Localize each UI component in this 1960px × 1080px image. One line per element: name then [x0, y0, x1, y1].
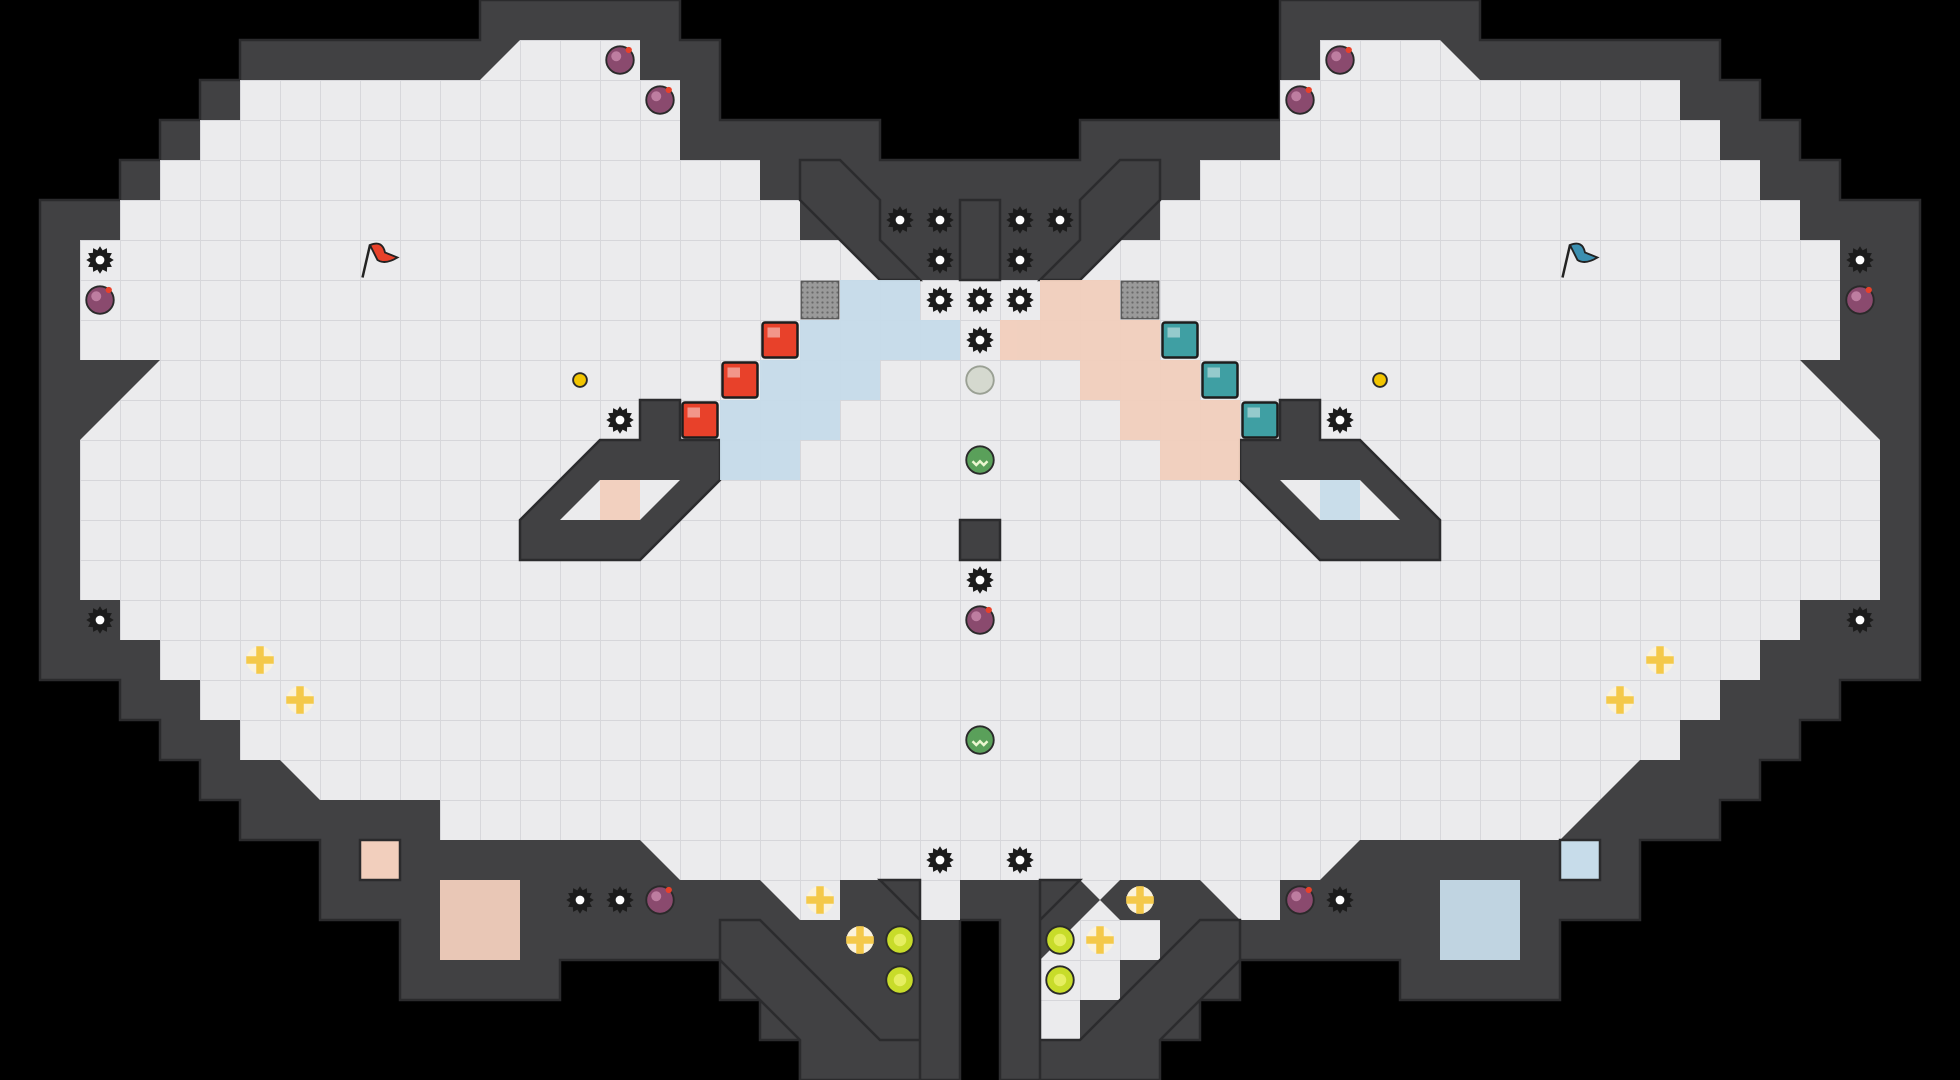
mine-icon: [606, 886, 634, 914]
mine-icon: [966, 326, 994, 354]
boost-pad-icon: [1045, 925, 1075, 955]
bomb-icon: [645, 885, 675, 915]
speed-pad-icon: [286, 686, 314, 714]
spike-ball-icon: [965, 725, 995, 755]
mine-icon: [1006, 246, 1034, 274]
boost-pad-icon: [1045, 965, 1075, 995]
mine-icon: [1326, 886, 1354, 914]
mine-icon: [926, 206, 954, 234]
gate-tile: [1120, 280, 1160, 320]
speed-pad-icon: [246, 646, 274, 674]
blue-zone: [720, 280, 1520, 960]
bomb-icon: [85, 285, 115, 315]
mine-icon: [1846, 246, 1874, 274]
mine-icon: [1046, 206, 1074, 234]
bomb-icon: [1845, 285, 1875, 315]
neutral-ball-icon: [965, 365, 995, 395]
bomb-icon: [1285, 885, 1315, 915]
mine-icon: [566, 886, 594, 914]
mine-icon: [86, 246, 114, 274]
speed-pad-icon: [1606, 686, 1634, 714]
coin-icon: [1372, 372, 1388, 388]
bomb-icon: [645, 85, 675, 115]
spike-ball-icon: [965, 445, 995, 475]
blue-push-block: [1241, 401, 1279, 439]
mine-icon: [1006, 286, 1034, 314]
mine-icon: [1326, 406, 1354, 434]
mine-icon: [966, 286, 994, 314]
speed-pad-icon: [846, 926, 874, 954]
red-push-block: [721, 361, 759, 399]
blue-push-block: [1201, 361, 1239, 399]
red-zone: [440, 280, 1240, 960]
red-push-block: [681, 401, 719, 439]
blue-flag-icon[interactable]: [1561, 242, 1600, 278]
bomb-icon: [605, 45, 635, 75]
bomb-icon: [965, 605, 995, 635]
mine-icon: [606, 406, 634, 434]
speed-pad-icon: [806, 886, 834, 914]
mine-icon: [966, 566, 994, 594]
bomb-icon: [1285, 85, 1315, 115]
gate-tile: [800, 280, 840, 320]
mine-icon: [886, 206, 914, 234]
bomb-icon: [1325, 45, 1355, 75]
boost-pad-icon: [885, 925, 915, 955]
mine-icon: [1846, 606, 1874, 634]
mine-icon: [1006, 846, 1034, 874]
mine-icon: [1006, 206, 1034, 234]
speed-pad-icon: [1086, 926, 1114, 954]
blue-push-block: [1161, 321, 1199, 359]
mine-icon: [926, 246, 954, 274]
speed-pad-icon: [1646, 646, 1674, 674]
coin-icon: [572, 372, 588, 388]
boost-pad-icon: [885, 965, 915, 995]
mine-icon: [926, 286, 954, 314]
mine-icon: [926, 846, 954, 874]
speed-pad-icon: [1126, 886, 1154, 914]
red-flag-icon[interactable]: [361, 242, 400, 278]
mine-icon: [86, 606, 114, 634]
red-push-block: [761, 321, 799, 359]
